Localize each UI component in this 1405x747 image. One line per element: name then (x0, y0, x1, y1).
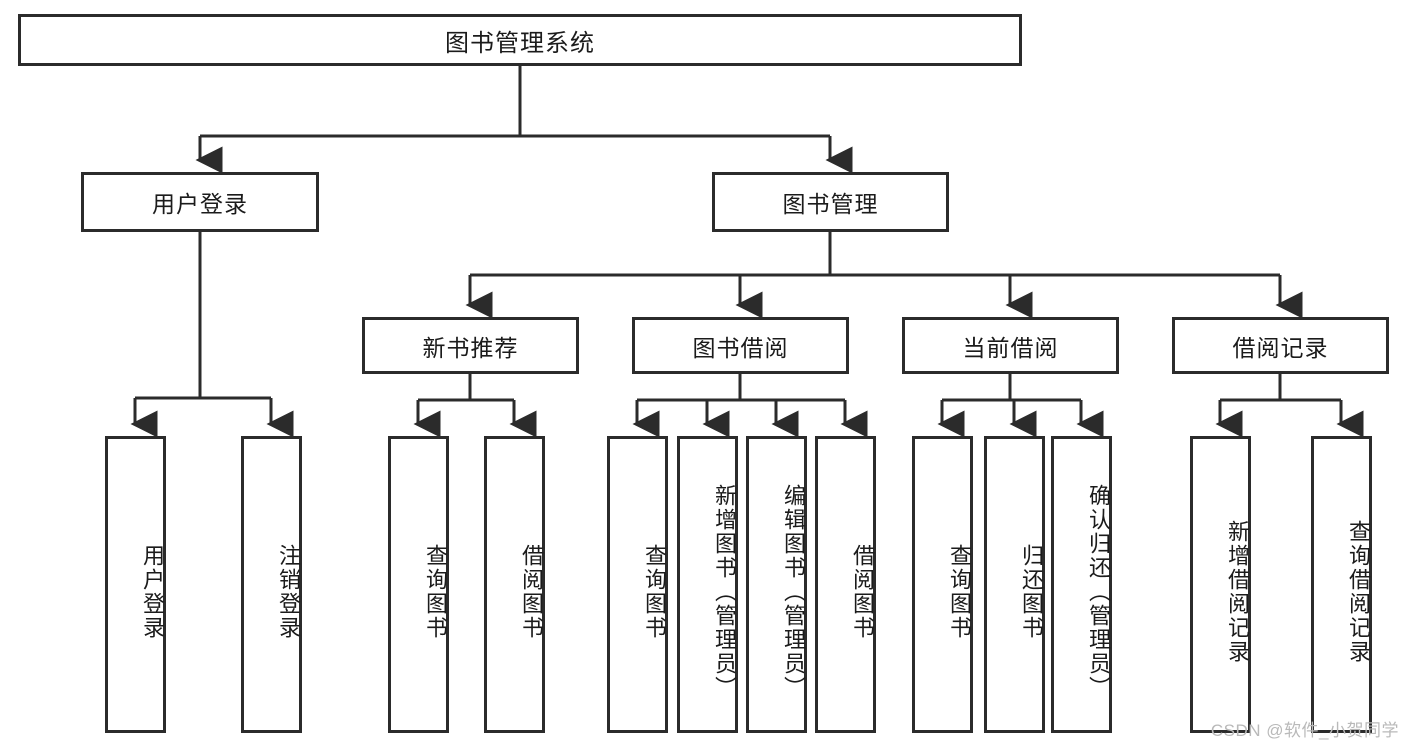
leaf-add-borrow-record[interactable]: 新增借阅记录 (1190, 436, 1251, 733)
leaf-query-borrow-record-label: 查询借阅记录 (1346, 519, 1371, 664)
leaf-borrow-book[interactable]: 借阅图书 (815, 436, 876, 733)
leaf-edit-book-admin-label: 编辑图书（管理员） (781, 483, 806, 700)
leaf-borrow-book-new[interactable]: 借阅图书 (484, 436, 545, 733)
leaf-query-borrow-record[interactable]: 查询借阅记录 (1311, 436, 1372, 733)
leaf-confirm-return-admin-label: 确认归还（管理员） (1086, 483, 1111, 700)
node-user-login[interactable]: 用户登录 (81, 172, 319, 232)
node-borrow-record[interactable]: 借阅记录 (1172, 317, 1389, 374)
leaf-logout[interactable]: 注销登录 (241, 436, 302, 733)
node-new-book-recommend-label: 新书推荐 (422, 334, 519, 361)
node-root[interactable]: 图书管理系统 (18, 14, 1022, 66)
csdn-watermark: CSDN @软件_小贺同学 (1210, 721, 1399, 740)
leaf-user-login-label: 用户登录 (140, 543, 165, 640)
leaf-return-book[interactable]: 归还图书 (984, 436, 1045, 733)
node-root-label: 图书管理系统 (445, 29, 595, 57)
leaf-user-login[interactable]: 用户登录 (105, 436, 166, 733)
leaf-query-book-borrow-label: 查询图书 (642, 543, 667, 640)
leaf-add-borrow-record-label: 新增借阅记录 (1225, 519, 1250, 664)
node-book-management[interactable]: 图书管理 (712, 172, 949, 232)
leaf-confirm-return-admin[interactable]: 确认归还（管理员） (1051, 436, 1112, 733)
leaf-query-book-current-label: 查询图书 (947, 543, 972, 640)
node-borrow-record-label: 借阅记录 (1232, 334, 1329, 361)
leaf-query-book-new-label: 查询图书 (423, 543, 448, 640)
node-book-borrow[interactable]: 图书借阅 (632, 317, 849, 374)
leaf-borrow-book-label: 借阅图书 (850, 543, 875, 640)
node-book-borrow-label: 图书借阅 (692, 334, 789, 361)
leaf-logout-label: 注销登录 (276, 543, 301, 640)
node-current-borrow[interactable]: 当前借阅 (902, 317, 1119, 374)
leaf-query-book-borrow[interactable]: 查询图书 (607, 436, 668, 733)
leaf-add-book-admin-label: 新增图书（管理员） (712, 483, 737, 700)
node-user-login-label: 用户登录 (152, 191, 248, 217)
leaf-query-book-current[interactable]: 查询图书 (912, 436, 973, 733)
node-current-borrow-label: 当前借阅 (962, 334, 1059, 361)
leaf-add-book-admin[interactable]: 新增图书（管理员） (677, 436, 738, 733)
leaf-borrow-book-new-label: 借阅图书 (519, 543, 544, 640)
leaf-return-book-label: 归还图书 (1019, 543, 1044, 640)
node-book-management-label: 图书管理 (782, 191, 879, 217)
leaf-edit-book-admin[interactable]: 编辑图书（管理员） (746, 436, 807, 733)
node-new-book-recommend[interactable]: 新书推荐 (362, 317, 579, 374)
leaf-query-book-new[interactable]: 查询图书 (388, 436, 449, 733)
